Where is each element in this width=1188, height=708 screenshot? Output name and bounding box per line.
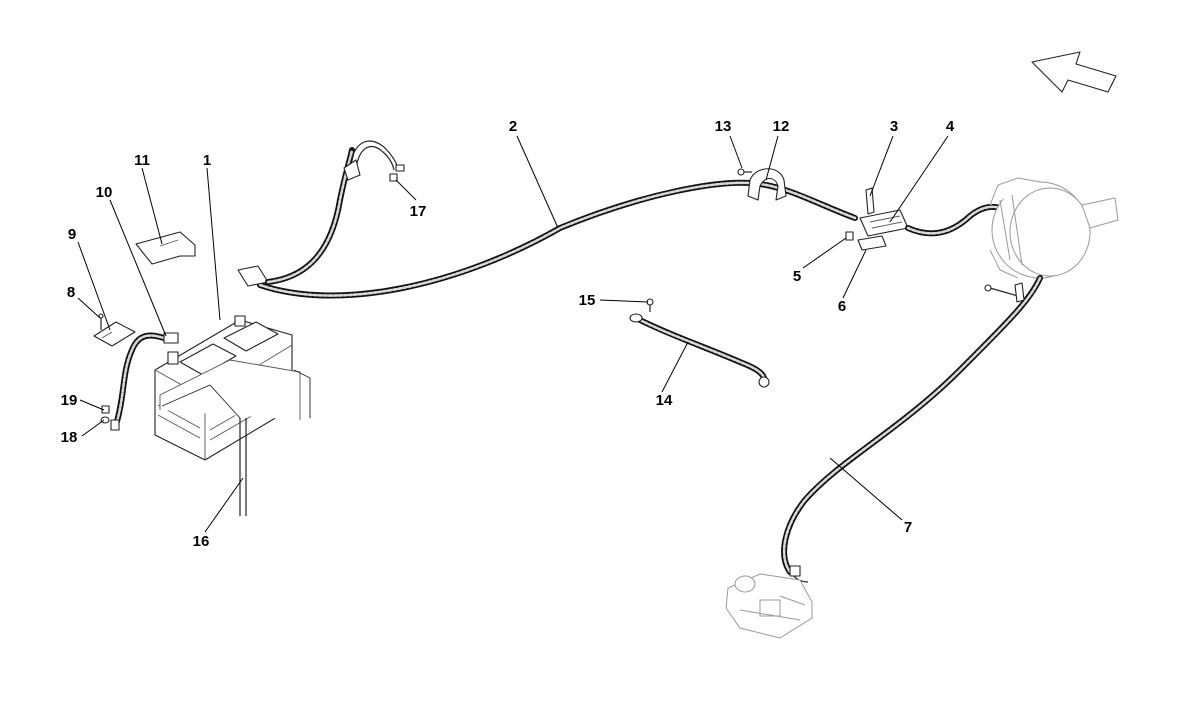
mounting-bracket[interactable] xyxy=(93,321,136,347)
callout-7: 7 xyxy=(904,519,912,536)
strap-screw[interactable] xyxy=(646,298,654,312)
callout-18: 18 xyxy=(61,429,78,446)
starter-cable[interactable] xyxy=(781,275,1043,583)
callout-6: 6 xyxy=(838,298,846,315)
callout-14: 14 xyxy=(656,392,673,409)
direction-arrow-icon xyxy=(1031,51,1117,93)
callout-1: 1 xyxy=(203,152,211,169)
callout-10: 10 xyxy=(96,184,113,201)
callout-19: 19 xyxy=(61,392,78,409)
insulator-plate[interactable] xyxy=(857,235,887,251)
junction-block[interactable] xyxy=(859,203,1003,237)
terminal-screw[interactable] xyxy=(389,173,398,182)
clamp-screw[interactable] xyxy=(737,168,752,176)
callout-15: 15 xyxy=(579,292,596,309)
washer[interactable] xyxy=(100,416,110,424)
battery-ground-cable[interactable] xyxy=(110,332,179,431)
callout-12: 12 xyxy=(773,118,790,135)
callout-4: 4 xyxy=(946,118,955,135)
cable-clamp[interactable] xyxy=(747,168,787,201)
callout-8: 8 xyxy=(67,284,75,301)
callout-13: 13 xyxy=(715,118,732,135)
screw[interactable] xyxy=(98,313,104,330)
callout-11: 11 xyxy=(134,152,150,169)
main-battery-cable[interactable] xyxy=(237,140,858,299)
callout-3: 3 xyxy=(890,118,898,135)
nut-small[interactable] xyxy=(845,231,854,241)
callout-2: 2 xyxy=(509,118,517,135)
starter-motor xyxy=(725,573,813,639)
callout-17: 17 xyxy=(410,203,427,220)
battery-hold-down-bracket[interactable] xyxy=(161,369,311,516)
callout-9: 9 xyxy=(68,226,76,243)
stud-bracket[interactable] xyxy=(865,187,875,215)
battery[interactable] xyxy=(154,315,301,461)
callout-16: 16 xyxy=(193,533,210,550)
fixing-plate[interactable] xyxy=(135,231,196,265)
alternator xyxy=(989,177,1119,279)
callout-5: 5 xyxy=(793,268,801,285)
leader-lines xyxy=(77,135,949,533)
ground-strap[interactable] xyxy=(629,313,770,388)
